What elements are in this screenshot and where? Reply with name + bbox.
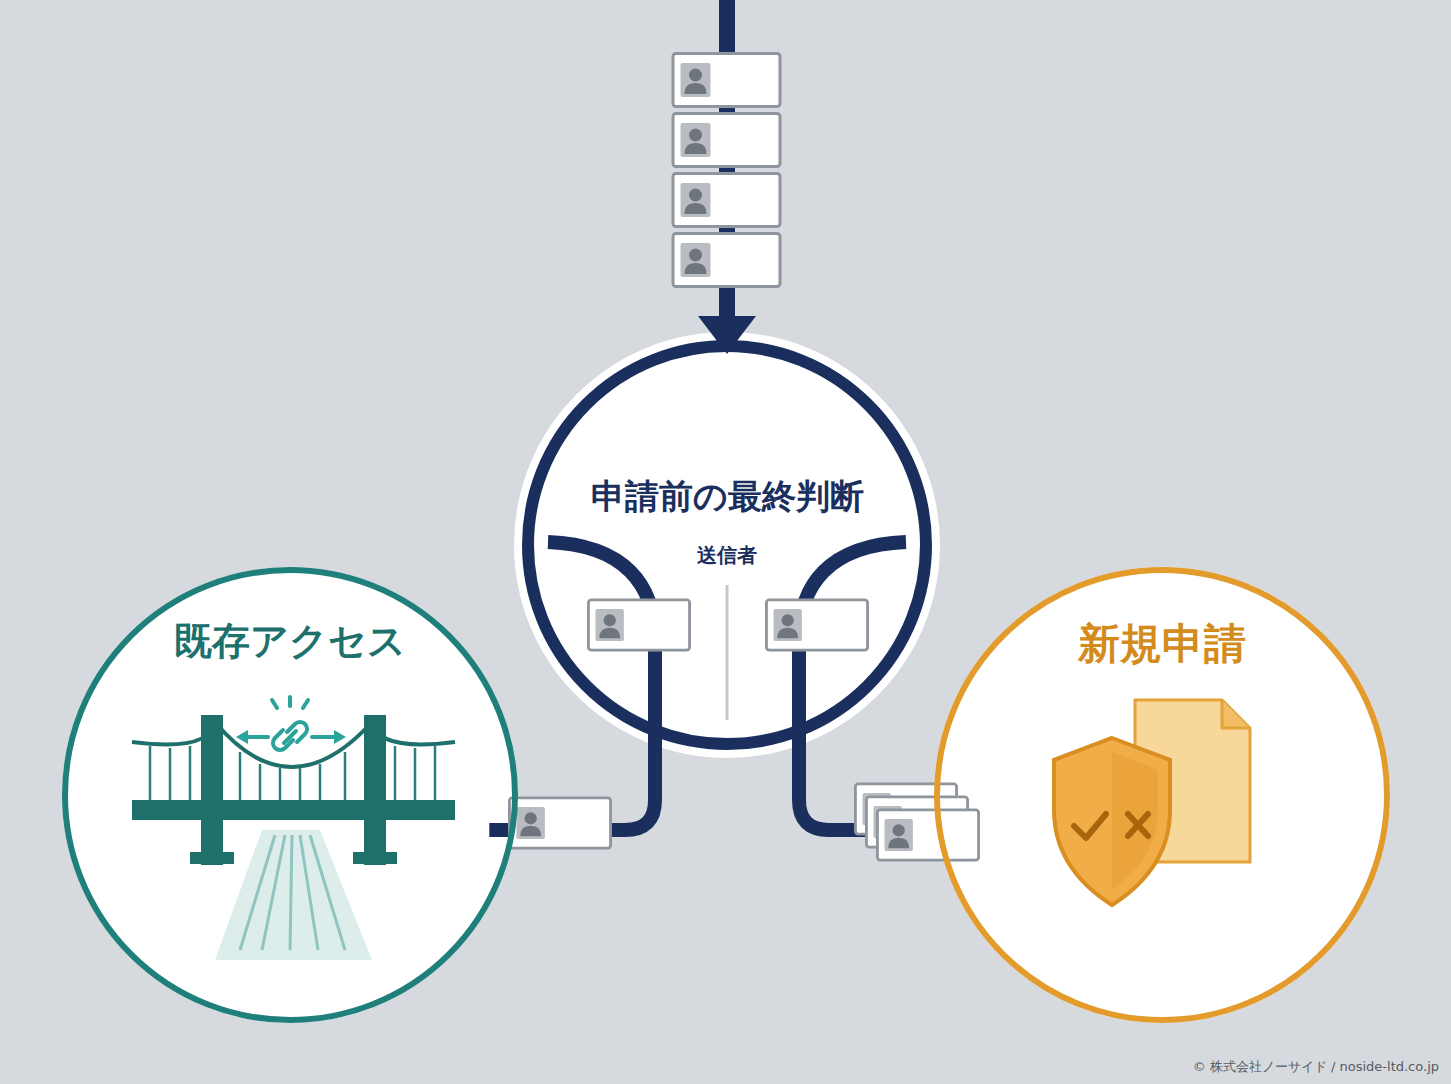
center-fill [514, 332, 940, 758]
node-title: 申請前の最終判断 [591, 474, 864, 518]
outcome-circle: 既存アクセス [62, 567, 518, 1023]
node-subtitle: 送信者 [697, 542, 757, 568]
left-fill [62, 567, 518, 1023]
decision-circle: 申請前の最終判断送信者 [522, 340, 932, 750]
bridge-icon [132, 697, 455, 960]
node-title: 既存アクセス [174, 617, 406, 666]
outcome-circle: 新規申請 [934, 567, 1390, 1023]
watermark: © 株式会社ノーサイド / noside-ltd.co.jp [1193, 1058, 1439, 1076]
shield-document-icon [1054, 700, 1250, 905]
divider [726, 585, 729, 720]
right-fill [934, 567, 1390, 1023]
inner-split [548, 542, 906, 740]
incoming-stream [673, 0, 780, 354]
node-title: 新規申請 [1078, 617, 1246, 672]
